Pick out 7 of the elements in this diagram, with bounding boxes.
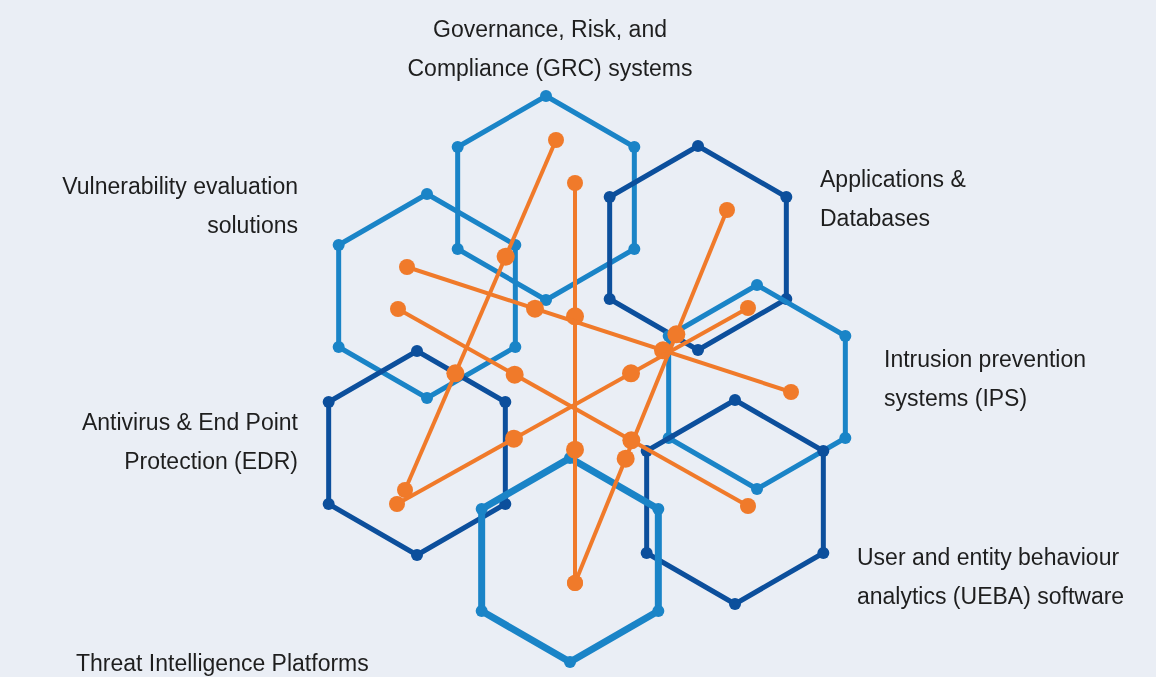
- hexagon-label: Vulnerability evaluation solutions: [61, 172, 298, 240]
- hexagon-label: Applications & Databases: [820, 165, 967, 233]
- hexagon-label: Antivirus & End Point Protection (EDR): [80, 408, 298, 476]
- hexagon-label: Threat Intelligence Platforms: [76, 649, 370, 677]
- hexagon-label: Governance, Risk, and Compliance (GRC) systems: [406, 15, 694, 83]
- hexagon-label: Intrusion prevention systems (IPS): [884, 345, 1087, 413]
- hexagon-label: User and entity behaviour analytics (UEBA) software: [857, 543, 1126, 611]
